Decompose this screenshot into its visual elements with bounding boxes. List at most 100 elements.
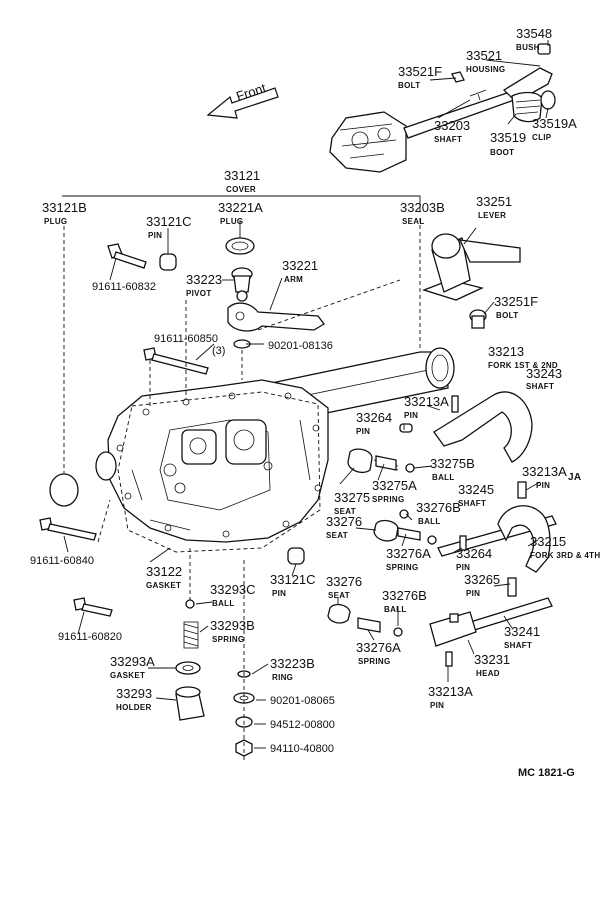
pin-33121c-upper-part — [159, 253, 177, 271]
svg-text:33521: 33521 — [466, 48, 502, 63]
svg-text:33251: 33251 — [476, 194, 512, 209]
svg-text:SPRING: SPRING — [372, 495, 404, 504]
svg-text:PIN: PIN — [430, 701, 444, 710]
svg-text:SEAT: SEAT — [328, 591, 350, 600]
svg-text:PLUG: PLUG — [44, 217, 67, 226]
fork-33213-part — [433, 391, 533, 463]
svg-text:33121B: 33121B — [42, 200, 87, 215]
callout-33276b-upper: 33276B BALL — [416, 500, 461, 526]
svg-text:SPRING: SPRING — [212, 635, 244, 644]
svg-text:33213: 33213 — [488, 344, 524, 359]
svg-text:33276B: 33276B — [416, 500, 461, 515]
svg-text:33221: 33221 — [282, 258, 318, 273]
svg-text:33519: 33519 — [490, 130, 526, 145]
callout-33213a-bottom: 33213A PIN — [428, 684, 473, 710]
svg-text:PIN: PIN — [466, 589, 480, 598]
svg-text:33121C: 33121C — [146, 214, 192, 229]
svg-text:33293C: 33293C — [210, 582, 256, 597]
plug-33121b-part — [49, 473, 79, 507]
svg-text:33265: 33265 — [464, 572, 500, 587]
svg-text:33121: 33121 — [224, 168, 260, 183]
svg-text:PIN: PIN — [148, 231, 162, 240]
svg-text:SEAT: SEAT — [334, 507, 356, 516]
svg-text:SHAFT: SHAFT — [434, 135, 462, 144]
arm-33221-part — [227, 302, 325, 332]
ref-90201-08136: 90201-08136 — [268, 340, 333, 352]
ref-94512-00800: 94512-00800 — [270, 719, 335, 731]
svg-text:33275A: 33275A — [372, 478, 417, 493]
svg-text:GASKET: GASKET — [110, 671, 145, 680]
ref-94110-40800: 94110-40800 — [270, 743, 334, 755]
front-label: Front — [234, 80, 268, 104]
callout-33121c-lower: 33121C PIN — [270, 572, 316, 598]
shaft-33241-part — [429, 577, 553, 667]
plug-33221a-part — [225, 237, 255, 255]
callout-33293c: 33293C BALL — [210, 582, 256, 608]
remote-shift-assembly — [329, 43, 556, 173]
svg-text:CLIP: CLIP — [532, 133, 552, 142]
svg-text:33203: 33203 — [434, 118, 470, 133]
svg-text:BALL: BALL — [432, 473, 455, 482]
callout-33275a: 33275A SPRING — [372, 478, 417, 504]
svg-text:BOOT: BOOT — [490, 148, 514, 157]
bolt-60820-part — [73, 597, 113, 617]
callout-33121b: 33121B PLUG — [42, 200, 87, 226]
svg-text:33221A: 33221A — [218, 200, 263, 215]
svg-text:SHAFT: SHAFT — [504, 641, 532, 650]
svg-text:33213A: 33213A — [522, 464, 567, 479]
detent-lower-group — [327, 603, 403, 637]
svg-text:BALL: BALL — [212, 599, 235, 608]
bolt-60850-part — [143, 347, 209, 375]
svg-text:PLUG: PLUG — [220, 217, 243, 226]
svg-text:BUSH: BUSH — [516, 43, 540, 52]
pivot-33223-part — [231, 267, 253, 302]
svg-text:BALL: BALL — [384, 605, 407, 614]
fork-33215-part — [497, 505, 551, 573]
callout-33121c-upper: 33121C PIN — [146, 214, 192, 240]
svg-text:33121C: 33121C — [270, 572, 316, 587]
bolt-33251f-part — [469, 309, 487, 329]
svg-text:PIN: PIN — [272, 589, 286, 598]
ref-90201-08065: 90201-08065 — [270, 695, 335, 707]
svg-text:33275: 33275 — [334, 490, 370, 505]
detent-balls-springs-middle — [347, 423, 527, 545]
front-direction-arrow: Front — [206, 80, 279, 119]
lever-33251-part — [422, 233, 521, 301]
svg-text:PIN: PIN — [456, 563, 470, 572]
svg-text:33215: 33215 — [530, 534, 566, 549]
svg-text:33223B: 33223B — [270, 656, 315, 671]
svg-text:FORK 3RD & 4TH: FORK 3RD & 4TH — [530, 551, 600, 560]
svg-text:HOLDER: HOLDER — [116, 703, 152, 712]
svg-text:RING: RING — [272, 673, 293, 682]
svg-text:33293B: 33293B — [210, 618, 255, 633]
svg-text:33245: 33245 — [458, 482, 494, 497]
svg-text:33213A: 33213A — [428, 684, 473, 699]
svg-text:33231: 33231 — [474, 652, 510, 667]
svg-text:BALL: BALL — [418, 517, 441, 526]
svg-text:SPRING: SPRING — [358, 657, 390, 666]
stray-mark: JA — [568, 472, 581, 483]
callout-33293b: 33293B SPRING — [210, 618, 255, 644]
